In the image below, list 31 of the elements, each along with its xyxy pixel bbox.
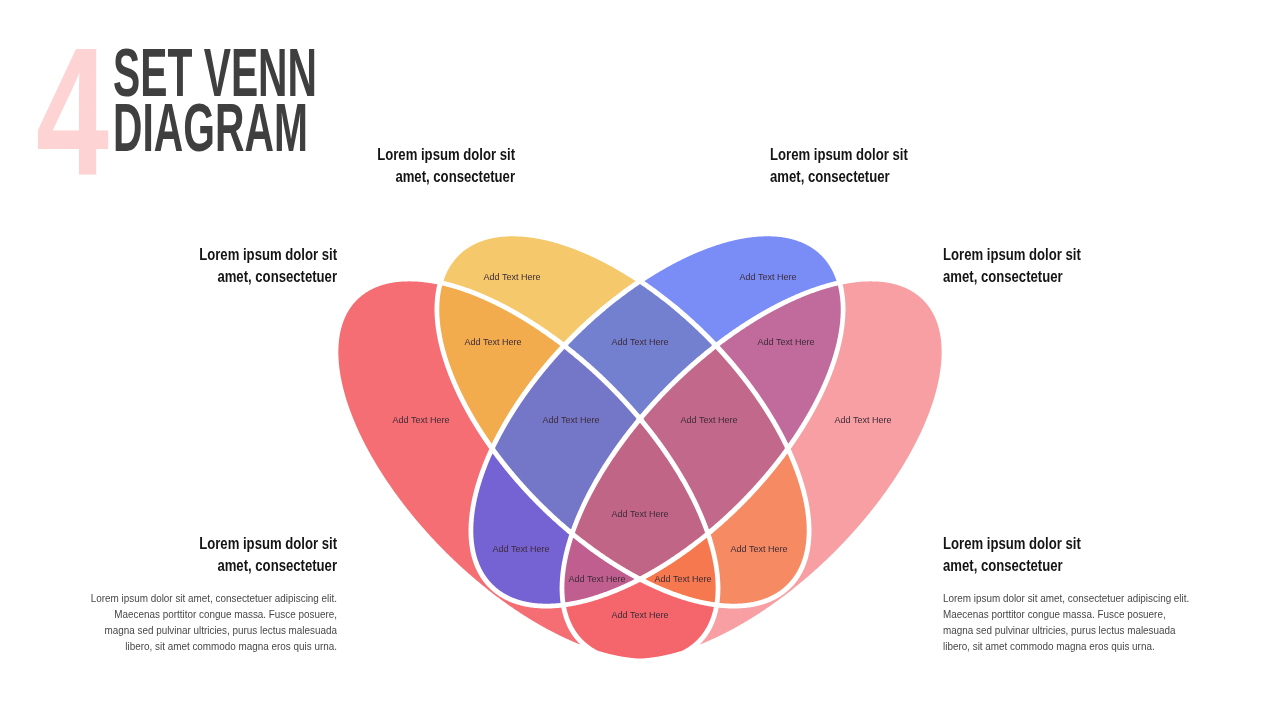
venn-region <box>710 453 807 604</box>
heading: Lorem ipsum dolor sit amet, consectetuer <box>198 245 337 287</box>
venn-region <box>564 538 635 603</box>
title: SET VENN DIAGRAM <box>113 45 319 155</box>
region-label: Add Text Here <box>483 271 541 282</box>
venn-region <box>568 284 712 415</box>
region-label: Add Text Here <box>834 414 892 425</box>
region-label: Add Text Here <box>464 336 522 347</box>
region-label: Add Text Here <box>757 336 815 347</box>
heading: Lorem ipsum dolor sit amet, consectetuer <box>943 534 1082 576</box>
region-label: Add Text Here <box>568 573 626 584</box>
region-label: Add Text Here <box>542 414 600 425</box>
region-label: Add Text Here <box>611 336 669 347</box>
venn-region <box>473 453 570 604</box>
region-label: Add Text Here <box>392 414 450 425</box>
body-text: Lorem ipsum dolor sit amet, consectetuer adipiscing elit. Maecenas porttitor congue massa. Fusce posuere, magna sed pulvinar ultricies, purus lectus malesuada libero, sit amet commodo magna eros quis urna. <box>943 591 1191 654</box>
region-label: Add Text Here <box>680 414 738 425</box>
region-label: Add Text Here <box>730 543 788 554</box>
venn-region <box>645 538 716 603</box>
region-label: Add Text Here <box>654 573 712 584</box>
venn-region <box>566 581 714 659</box>
body-text: Lorem ipsum dolor sit amet, consectetuer adipiscing elit. Maecenas porttitor congue massa. Fusce posuere, magna sed pulvinar ultricies, purus lectus malesuada libero, sit amet commodo magna eros quis urna. <box>89 591 337 654</box>
region-label: Add Text Here <box>739 271 797 282</box>
region-label: Add Text Here <box>492 543 550 554</box>
region-label: Add Text Here <box>611 609 669 620</box>
venn-region <box>575 422 705 577</box>
heading: Lorem ipsum dolor sit amet, consectetuer <box>198 534 337 576</box>
heading: Lorem ipsum dolor sit amet, consectetuer <box>943 245 1082 287</box>
heading: Lorem ipsum dolor sit amet, consectetuer <box>376 145 515 187</box>
heading: Lorem ipsum dolor sit amet, consectetuer <box>770 145 909 187</box>
region-label: Add Text Here <box>611 508 669 519</box>
